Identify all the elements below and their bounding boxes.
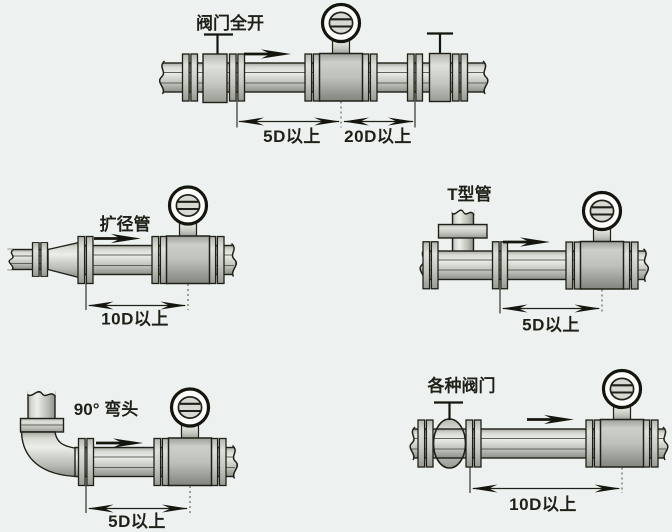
elbow-bend xyxy=(19,381,79,478)
expander-cone xyxy=(47,241,80,279)
tee-branch xyxy=(437,200,488,255)
dimension-label-upstream: 10D以上 xyxy=(101,310,169,329)
gate-valve-right xyxy=(427,32,453,103)
dimension-label-upstream: 10D以上 xyxy=(509,495,577,514)
dimension-lines xyxy=(499,289,603,314)
dimension-lines xyxy=(85,485,191,513)
diagram-expander-pipe: 扩径管 10D以上 xyxy=(0,187,246,329)
flow-direction-arrow xyxy=(94,436,145,450)
dimension-lines xyxy=(469,467,623,493)
flowmeter xyxy=(586,371,658,468)
diagram-label: 阀门全开 xyxy=(196,13,264,33)
diagram-label: 90° 弯头 xyxy=(74,399,138,419)
dimension-label-upstream: 5D以上 xyxy=(522,316,580,335)
diagram-label: T型管 xyxy=(447,184,491,204)
valve-handle xyxy=(434,401,463,420)
diagram-various-valves: 各种阀门 10D以上 xyxy=(400,371,672,514)
dimension-label-downstream: 20D以上 xyxy=(344,127,412,146)
dimension-label-upstream: 5D以上 xyxy=(108,512,166,531)
dimension-label-upstream: 5D以上 xyxy=(263,127,321,146)
diagram-90-elbow: 90° 弯头 5D以上 xyxy=(19,381,247,531)
flow-direction-arrow xyxy=(242,48,293,60)
flowmeter xyxy=(566,193,638,290)
diagram-valve-full-open: 阀门全开 5D以上 20D以上 xyxy=(149,5,498,146)
gate-valve-left xyxy=(202,33,233,104)
diagram-label: 各种阀门 xyxy=(427,376,496,396)
flow-direction-arrow xyxy=(525,413,576,426)
flowmeter xyxy=(305,5,377,102)
flowmeter xyxy=(154,389,226,486)
dimension-lines xyxy=(236,101,416,128)
diagram-tee-pipe: T型管 5D以上 xyxy=(410,184,658,335)
flow-direction-arrow xyxy=(92,232,143,245)
flowmeter xyxy=(152,187,224,284)
dimension-lines xyxy=(85,283,189,310)
diagram-label: 扩径管 xyxy=(100,214,151,234)
flow-direction-arrow xyxy=(501,235,552,249)
